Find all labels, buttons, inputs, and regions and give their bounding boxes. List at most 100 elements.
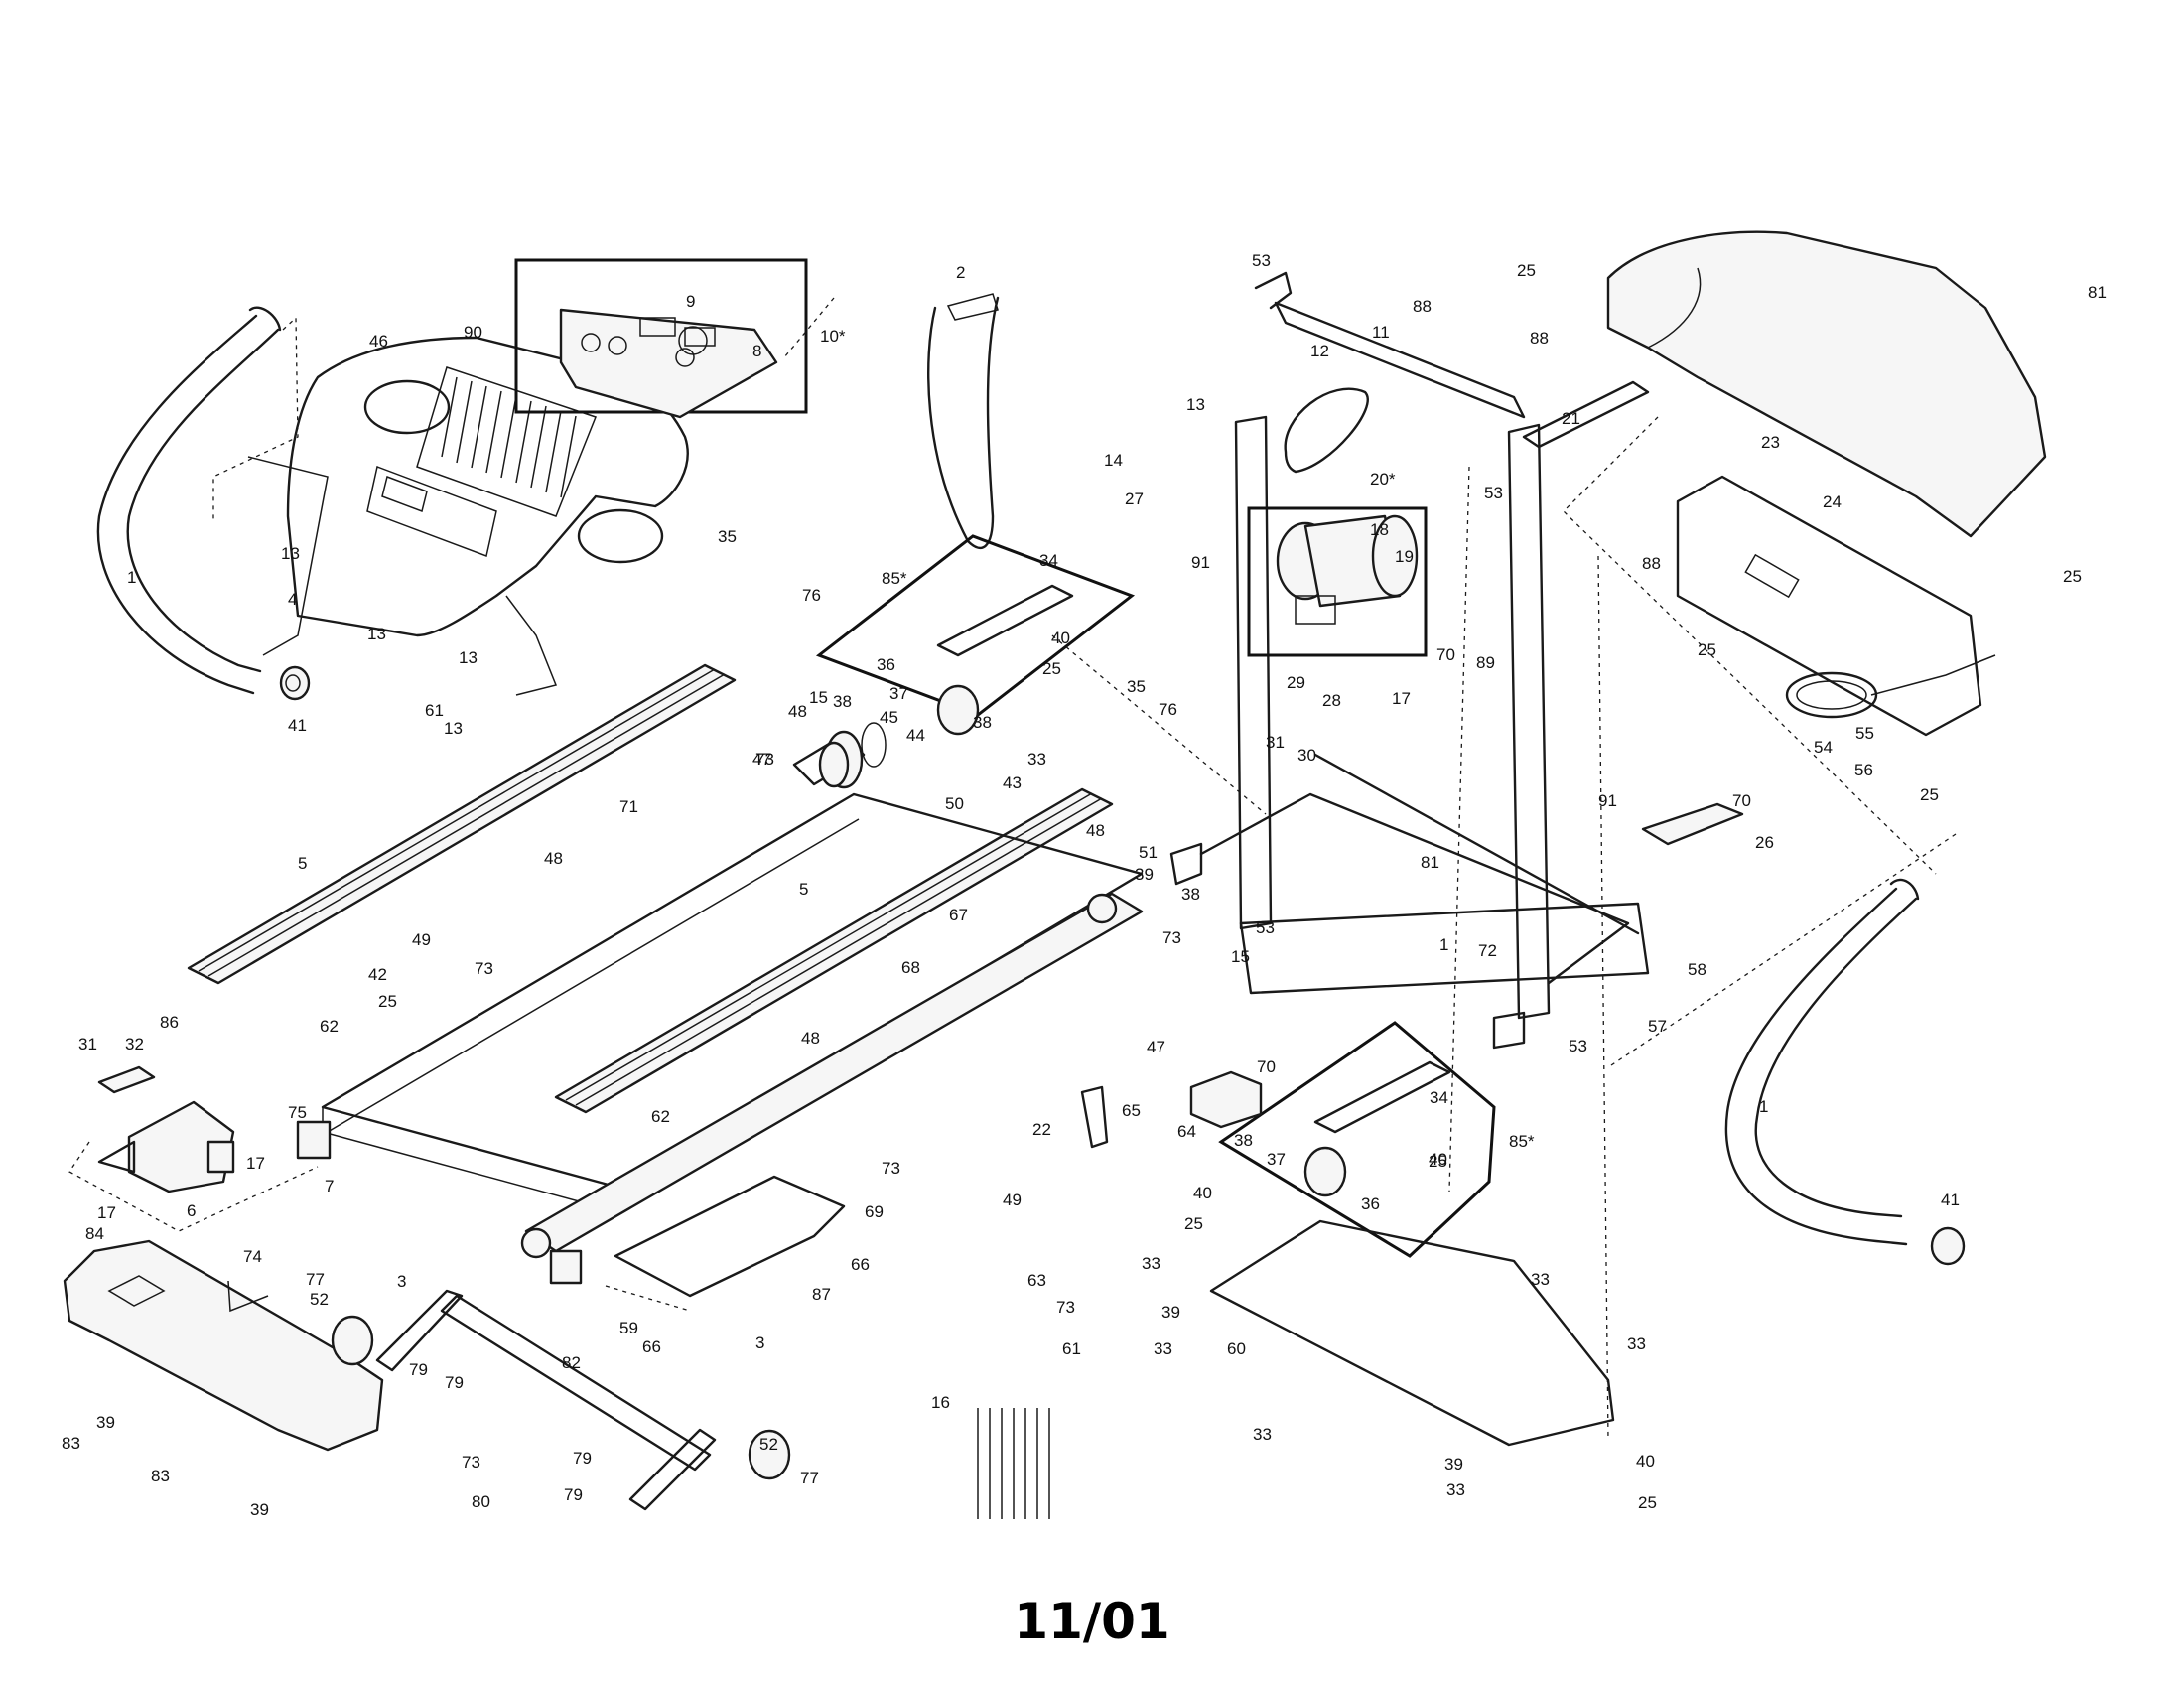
- callout-25: 25: [2063, 567, 2082, 586]
- callout-90: 90: [464, 323, 482, 342]
- callout-33: 33: [1253, 1425, 1272, 1444]
- motor-bracket-6: [68, 1100, 319, 1232]
- revision-date: 11/01: [1014, 1593, 1169, 1650]
- callout-38: 38: [1234, 1131, 1253, 1150]
- callout-91: 91: [1191, 553, 1210, 572]
- drive-belt-short-12: [1284, 387, 1369, 474]
- callout-25: 25: [1042, 659, 1061, 678]
- callout-83: 83: [151, 1467, 170, 1485]
- bracket-65: [1080, 1085, 1109, 1149]
- callout-51: 51: [1139, 843, 1158, 862]
- callout-73: 73: [1162, 928, 1181, 947]
- callout-60: 60: [1227, 1339, 1246, 1358]
- callout-62: 62: [320, 1017, 339, 1036]
- console-grille: [416, 366, 597, 517]
- callout-89: 89: [1476, 653, 1495, 672]
- callout-33: 33: [1531, 1270, 1550, 1289]
- callout-19: 19: [1395, 547, 1414, 566]
- callout-40: 40: [1636, 1452, 1655, 1471]
- callout-31: 31: [1266, 733, 1285, 752]
- callout-68: 68: [901, 958, 920, 977]
- callout-87: 87: [812, 1285, 831, 1304]
- callout-13: 13: [281, 544, 300, 563]
- treadmill-deck: [296, 792, 1144, 1285]
- callout-15: 15: [809, 688, 828, 707]
- callout-71: 71: [619, 797, 638, 816]
- callout-53: 53: [1484, 484, 1503, 502]
- callout-31: 31: [78, 1035, 97, 1053]
- callout-77: 77: [800, 1469, 819, 1487]
- callout-26: 26: [1755, 833, 1774, 852]
- motor-detail-box: [1247, 506, 1428, 657]
- transformer-64: [1189, 1070, 1263, 1129]
- callout-34: 34: [1430, 1088, 1448, 1107]
- callout-33: 33: [1027, 750, 1046, 769]
- callout-46: 46: [369, 332, 388, 351]
- callout-38: 38: [1181, 885, 1200, 904]
- handrail-left: [96, 306, 311, 701]
- callout-61: 61: [1062, 1339, 1081, 1358]
- callout-25: 25: [1184, 1214, 1203, 1233]
- callout-74: 74: [243, 1247, 262, 1266]
- hood-23: [1606, 230, 2047, 538]
- callout-2: 2: [956, 263, 965, 282]
- callout-81: 81: [1421, 853, 1439, 872]
- callout-35: 35: [1127, 677, 1146, 696]
- callout-14: 14: [1104, 451, 1123, 470]
- callout-73: 73: [1056, 1298, 1075, 1317]
- callout-27: 27: [1125, 490, 1144, 508]
- callout-36: 36: [877, 655, 895, 674]
- callout-48: 48: [788, 702, 807, 721]
- callout-76: 76: [802, 586, 821, 605]
- callout-5: 5: [799, 880, 808, 899]
- callout-3: 3: [755, 1333, 764, 1352]
- callout-61: 61: [425, 701, 444, 720]
- console-detail-box: [514, 258, 808, 419]
- handrail-right: [1724, 878, 1966, 1266]
- console-base: [247, 336, 689, 696]
- callout-7: 7: [325, 1177, 334, 1195]
- callout-1: 1: [1439, 935, 1448, 954]
- callout-25: 25: [1429, 1152, 1447, 1171]
- callout-39: 39: [1161, 1303, 1180, 1322]
- callout-6: 6: [187, 1201, 196, 1220]
- part-callouts: 1 1 1 2 3 3 4 5 5 6 7 8 9 11 12 13 13 13…: [62, 251, 2107, 1519]
- callout-13: 13: [444, 719, 463, 738]
- callout-69: 69: [865, 1202, 884, 1221]
- base-plate-60: [1209, 1219, 1615, 1447]
- callout-53: 53: [1252, 251, 1271, 270]
- callout-8: 8: [752, 342, 761, 360]
- callout-70: 70: [1436, 645, 1455, 664]
- callout-13: 13: [1186, 395, 1205, 414]
- callout-65: 65: [1122, 1101, 1141, 1120]
- group-label-console: 10*: [820, 327, 846, 346]
- callout-88: 88: [1642, 554, 1661, 573]
- callout-29: 29: [1287, 673, 1305, 692]
- callout-30: 30: [1297, 746, 1316, 765]
- callout-91: 91: [1598, 791, 1617, 810]
- callout-80: 80: [472, 1492, 490, 1511]
- cable-ties-16: [977, 1408, 1050, 1519]
- callout-53: 53: [1256, 918, 1275, 937]
- callout-22: 22: [1032, 1120, 1051, 1139]
- callout-33: 33: [1627, 1334, 1646, 1353]
- callout-49: 49: [412, 930, 431, 949]
- callout-40: 40: [1193, 1184, 1212, 1202]
- callout-33: 33: [1446, 1480, 1465, 1499]
- callout-13: 13: [367, 625, 386, 643]
- callout-88: 88: [1530, 329, 1549, 348]
- callout-1: 1: [127, 568, 136, 587]
- callout-25: 25: [1638, 1493, 1657, 1512]
- callout-73: 73: [755, 750, 774, 769]
- callout-1: 1: [1759, 1097, 1768, 1116]
- callout-79: 79: [445, 1373, 464, 1392]
- callout-72: 72: [1478, 941, 1497, 960]
- callout-9: 9: [686, 292, 695, 311]
- callout-38: 38: [973, 713, 992, 732]
- callout-23: 23: [1761, 433, 1780, 452]
- callout-66: 66: [851, 1255, 870, 1274]
- motor-cover-24: [1676, 475, 1982, 737]
- wheel-box-right: [1218, 1021, 1496, 1258]
- callout-70: 70: [1732, 791, 1751, 810]
- callout-66: 66: [642, 1337, 661, 1356]
